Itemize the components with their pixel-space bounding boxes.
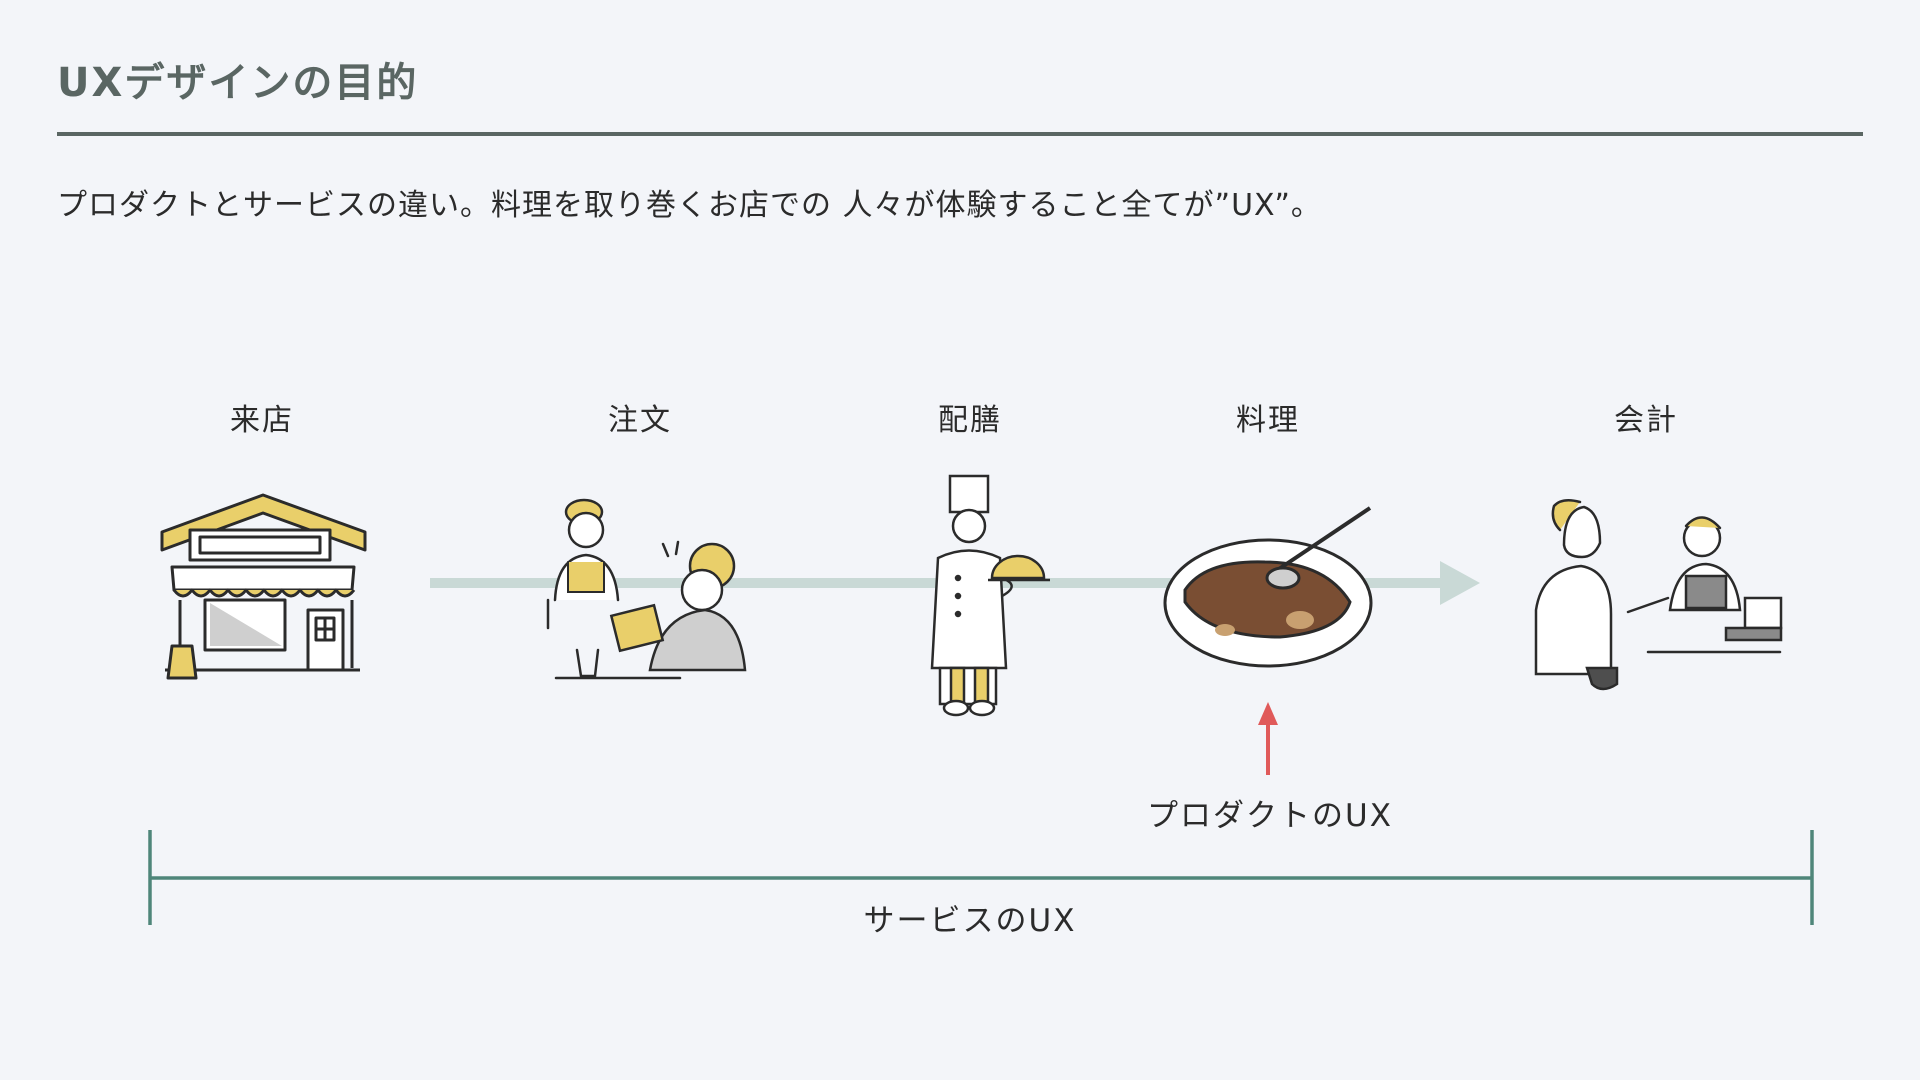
step-label-checkout: 会計 (1614, 403, 1678, 438)
curry-dish-icon (1163, 506, 1373, 668)
step-label-serve: 配膳 (938, 403, 1002, 438)
ordering-icon (546, 498, 747, 680)
chef-serving-icon (930, 474, 1050, 717)
page-title: UXデザインの目的 (57, 60, 419, 106)
checkout-icon (1534, 498, 1783, 691)
step-label-dish: 料理 (1236, 403, 1300, 438)
service-ux-bracket (148, 830, 1814, 925)
product-ux-pointer (1258, 702, 1278, 775)
service-ux-label: サービスのUX (863, 903, 1077, 939)
title-divider (57, 132, 1863, 136)
page-subtitle: プロダクトとサービスの違い。料理を取り巻くお店での 人々が体験すること全てが”U… (57, 188, 1322, 223)
storefront-icon (160, 493, 367, 680)
product-ux-label: プロダクトのUX (1147, 798, 1393, 834)
step-label-visit: 来店 (230, 403, 294, 438)
step-label-order: 注文 (608, 403, 672, 438)
